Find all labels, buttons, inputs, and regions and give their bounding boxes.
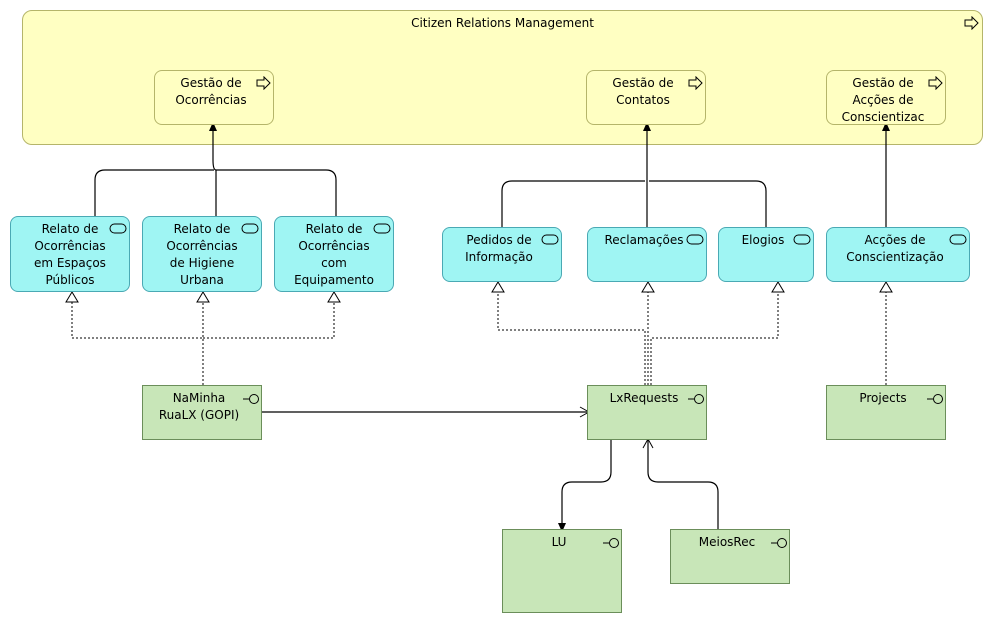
process-gestao-accoes[interactable]: Gestão de Acções de Conscientizac [826,70,946,125]
serving-connector[interactable] [649,180,767,228]
service-label: Elogios [741,233,785,247]
interface-lollipop-icon [771,538,787,548]
service-pill-icon [109,223,127,234]
process-arrow-icon [964,16,979,30]
group-title: Citizen Relations Management [411,16,594,30]
component-label: NaMinha RuaLX (GOPI) [158,391,240,422]
interface-lollipop-icon [243,394,259,404]
service-label: Reclamações [604,233,684,247]
process-arrow-icon [256,76,271,90]
component-label: MeiosRec [698,535,756,549]
serving-connector[interactable] [209,122,337,217]
process-gestao-contatos[interactable]: Gestão de Contatos [586,70,706,125]
component-meiosrec[interactable]: MeiosRec [670,529,790,584]
interface-lollipop-icon [603,538,619,548]
component-lxrequests[interactable]: LxRequests [587,385,707,440]
service-pedidos-informacao[interactable]: Pedidos de Informação [442,227,562,282]
service-pill-icon [949,234,967,245]
service-elogios[interactable]: Elogios [718,227,814,282]
service-relato-equipamento[interactable]: Relato de Ocorrências com Equipamento [274,216,394,292]
process-label: Gestão de Acções de Conscientizac [841,76,925,124]
service-pill-icon [373,223,391,234]
service-pill-icon [241,223,259,234]
service-pill-icon [793,234,811,245]
component-projects[interactable]: Projects [826,385,946,440]
serving-connector[interactable] [558,439,612,532]
interface-lollipop-icon [927,394,943,404]
component-lu[interactable]: LU [502,529,622,613]
realization-connectors-naminha[interactable] [71,302,335,385]
service-pill-icon [541,234,559,245]
service-label: Relato de Ocorrências com Equipamento [294,222,374,287]
component-naminha-ruatx[interactable]: NaMinha RuaLX (GOPI) [142,385,262,440]
interface-lollipop-icon [688,394,704,404]
component-label: Projects [859,391,907,405]
component-label: LxRequests [609,391,679,405]
process-label: Gestão de Ocorrências [175,76,247,107]
process-arrow-icon [928,76,943,90]
process-arrow-icon [688,76,703,90]
serving-connector[interactable] [642,437,719,529]
process-label: Gestão de Contatos [612,76,674,107]
serving-connector[interactable] [94,169,214,217]
service-label: Pedidos de Informação [465,233,533,264]
realization-connectors-lxrequests[interactable] [497,292,779,385]
service-label: Relato de Ocorrências de Higiene Urbana [166,222,238,287]
service-label: Relato de Ocorrências em Espaços Público… [34,222,106,287]
serving-connector[interactable] [501,180,645,228]
service-accoes-conscientizacao[interactable]: Acções de Conscientização [826,227,970,282]
process-gestao-ocorrencias[interactable]: Gestão de Ocorrências [154,70,274,125]
service-pill-icon [686,234,704,245]
component-label: LU [551,535,567,549]
service-relato-espacos-publicos[interactable]: Relato de Ocorrências em Espaços Público… [10,216,130,292]
realization-triangles [65,281,893,303]
service-relato-higiene-urbana[interactable]: Relato de Ocorrências de Higiene Urbana [142,216,262,292]
service-reclamacoes[interactable]: Reclamações [587,227,707,282]
service-label: Acções de Conscientização [846,233,944,264]
